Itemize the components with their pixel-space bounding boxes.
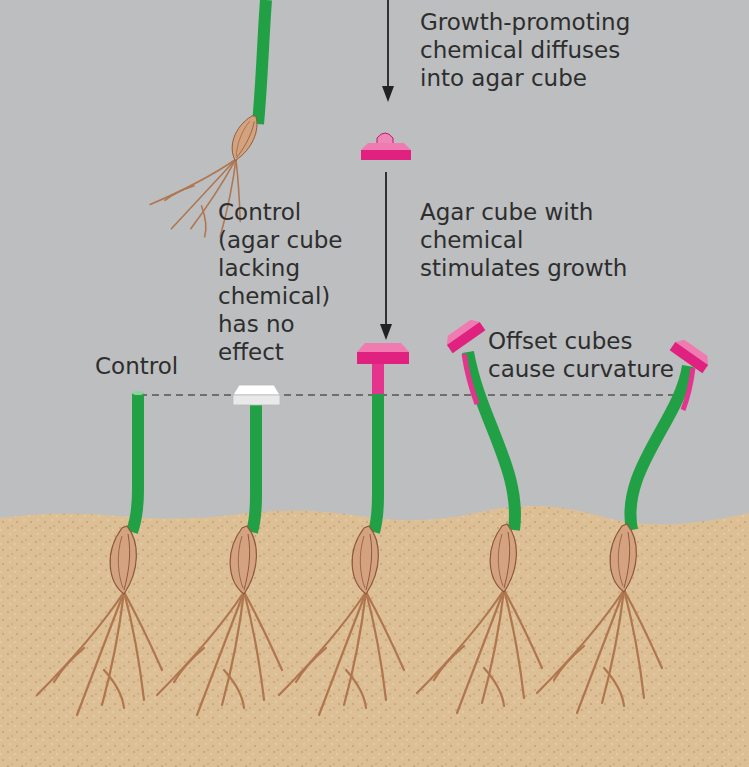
chemical-zone: [372, 364, 384, 394]
arrow-line: [385, 172, 387, 326]
annotation-label: Growth-promoting chemical diffuses into …: [420, 8, 655, 92]
agar-cube: [361, 150, 411, 160]
agar-cube-top: [357, 343, 409, 352]
chemical-zone: [464, 354, 477, 404]
agar-cube: [233, 395, 280, 405]
arrow-head: [382, 86, 394, 102]
coleoptile-stem: [630, 366, 688, 530]
chemical-zone: [683, 368, 693, 410]
seed-roots: [537, 524, 662, 713]
seed-roots: [157, 526, 282, 715]
seed-roots: [279, 526, 404, 715]
reference-line: [140, 394, 690, 395]
offset-agar-cube: [670, 336, 713, 373]
soil: [0, 506, 749, 767]
offset-agar-cube: [443, 316, 486, 353]
cut-top: [132, 391, 144, 395]
annotation-label: Agar cube with chemical stimulates growt…: [420, 198, 635, 282]
annotation-label: Offset cubes cause curvature: [488, 327, 688, 383]
annotation-label: Control (agar cube lacking chemical) has…: [218, 198, 346, 366]
coleoptile-stem: [258, 0, 266, 124]
agar-cube-top: [233, 385, 280, 395]
coleoptile-stem: [132, 393, 138, 532]
seed-roots: [37, 526, 162, 715]
agar-cube-top: [361, 143, 411, 150]
arrow-line: [387, 0, 389, 88]
seed-roots: [417, 524, 542, 713]
coleoptile-stem: [374, 364, 378, 532]
annotation-label: Control: [95, 352, 215, 380]
arrow-head: [380, 324, 392, 340]
agar-cube: [357, 352, 409, 364]
coleoptile-stem: [252, 404, 256, 532]
